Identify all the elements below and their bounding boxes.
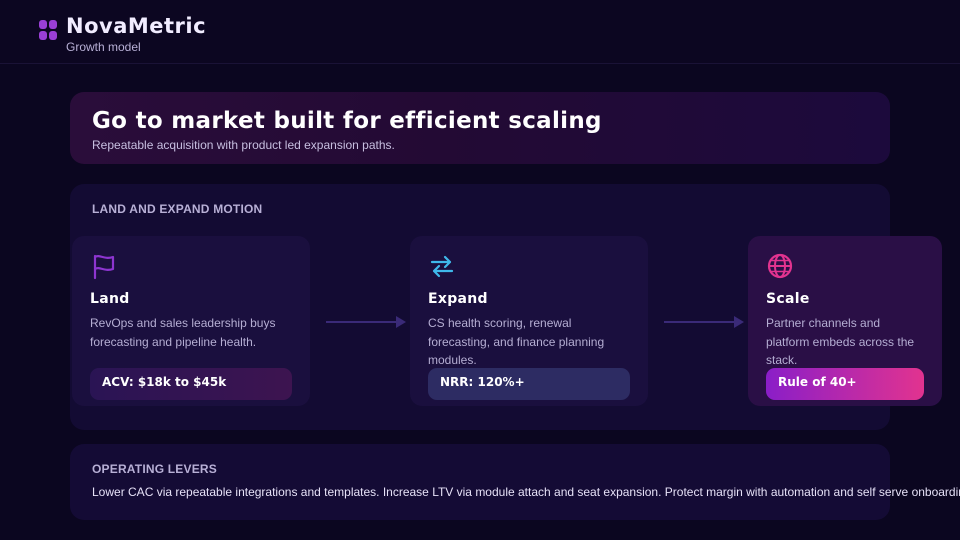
stage-card-expand: Expand CS health scoring, renewal foreca… [410, 236, 648, 406]
flag-icon [90, 252, 118, 280]
globe-icon [766, 252, 794, 280]
stage-description: RevOps and sales leadership buys forecas… [90, 316, 276, 349]
page-subtitle: Growth model [66, 40, 141, 54]
stage-description: Partner channels and platform embeds acr… [766, 316, 915, 367]
stage-title: Expand [428, 291, 488, 307]
stage-card-scale: Scale Partner channels and platform embe… [748, 236, 942, 406]
arrow-right-icon [326, 316, 406, 328]
operating-levers-panel [70, 444, 890, 520]
levers-text: Lower CAC via repeatable integrations an… [92, 485, 960, 499]
levers-label: OPERATING LEVERS [92, 462, 217, 476]
arrow-right-icon [664, 316, 744, 328]
top-bar: NovaMetric Growth model [0, 0, 960, 64]
stage-metric-badge: ACV: $18k to $45k [90, 368, 292, 400]
stage-metric-badge: Rule of 40+ [766, 368, 924, 400]
stage-card-land: Land RevOps and sales leadership buys fo… [72, 236, 310, 406]
logo-icon [39, 20, 57, 40]
brand-name: NovaMetric [66, 14, 207, 38]
hero-banner: Go to market built for efficient scaling… [70, 92, 890, 164]
motion-label: LAND AND EXPAND MOTION [92, 202, 263, 216]
hero-subtitle: Repeatable acquisition with product led … [92, 138, 395, 152]
swap-arrows-icon [428, 252, 456, 280]
stage-metric-badge: NRR: 120%+ [428, 368, 630, 400]
hero-title: Go to market built for efficient scaling [92, 108, 602, 134]
stage-description: CS health scoring, renewal forecasting, … [428, 316, 605, 367]
stage-title: Land [90, 291, 130, 307]
stage-title: Scale [766, 291, 810, 307]
